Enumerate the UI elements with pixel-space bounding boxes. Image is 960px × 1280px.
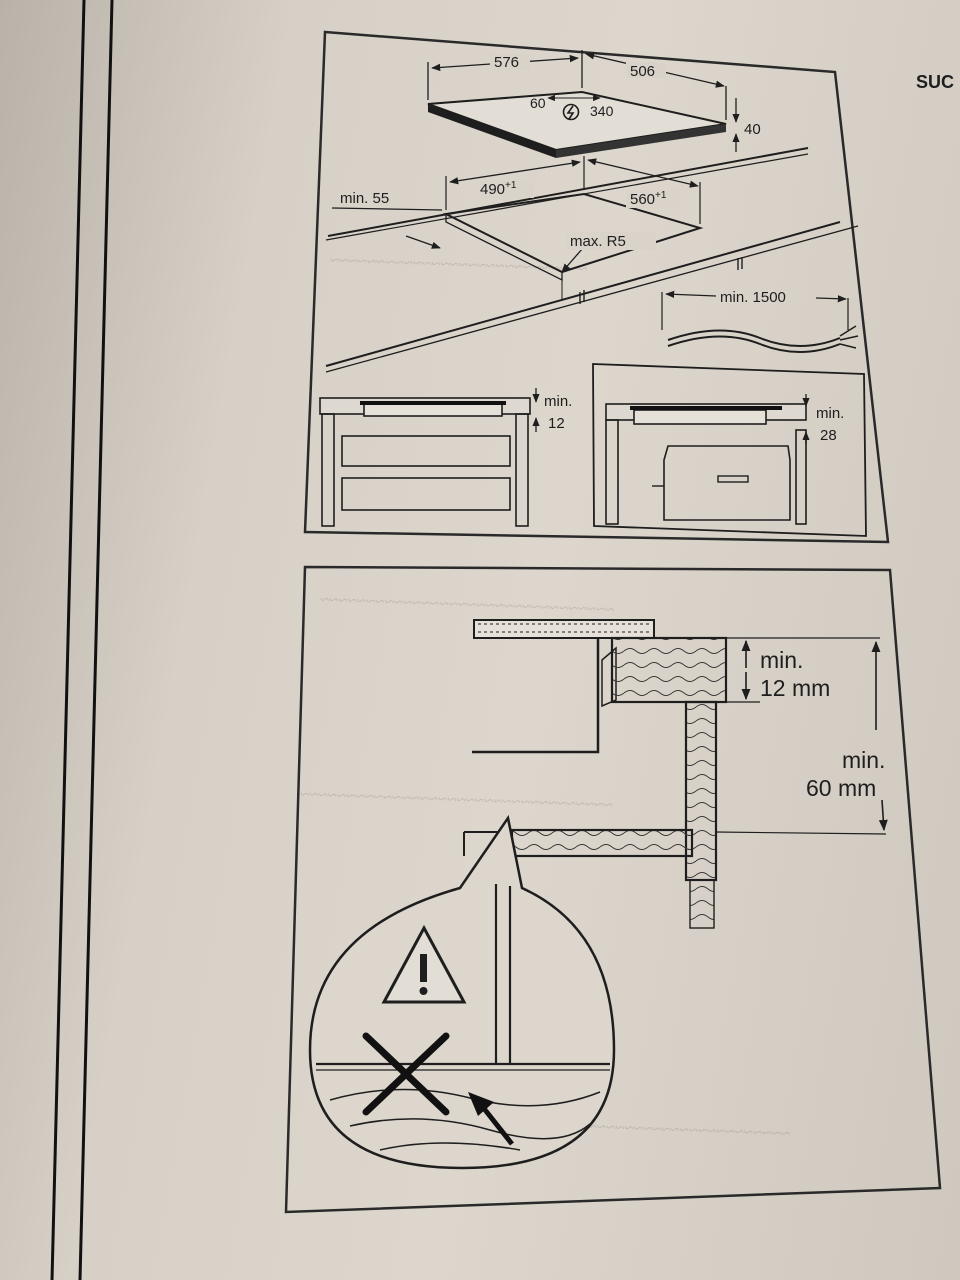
dim-cutout-width: 490+1	[480, 180, 517, 198]
dim-connection-distance: 340	[590, 103, 614, 119]
oven-cabinet-drawing	[592, 363, 867, 537]
dim-depth-line1: min.	[842, 747, 885, 773]
dim-hob-depth: 506	[630, 63, 655, 80]
dim-oven-gap-line1: min.	[816, 405, 844, 422]
dim-cable-length: min. 1500	[720, 289, 786, 306]
dim-drawer-gap-line2: 12	[548, 415, 565, 432]
arrow-icon	[468, 1092, 514, 1146]
binder-lines	[50, 0, 114, 1280]
dim-oven-gap-line2: 28	[820, 427, 837, 444]
dim-corner-radius: max. R5	[570, 233, 626, 250]
cutout-drawing	[325, 147, 859, 373]
dim-hob-width: 576	[494, 54, 519, 71]
bottom-panel: min. 12 mm min. 60 mm	[284, 565, 942, 1214]
hob-edge-section	[472, 619, 655, 754]
worktop-section	[463, 636, 728, 929]
drawer-cabinet-drawing	[319, 388, 540, 527]
hob-drawing: 576 506 40 60 340	[427, 50, 761, 158]
dim-cutout-depth: 560+1	[630, 190, 667, 208]
magnifier-callout	[308, 814, 616, 1170]
dim-drawer-gap-line1: min.	[544, 393, 572, 410]
top-panel: 576 506 40 60 340	[303, 30, 890, 544]
cross-mark-icon	[362, 1032, 450, 1116]
dim-gap-line2: 12 mm	[760, 675, 830, 701]
dim-hob-height: 40	[744, 121, 761, 138]
section-heading: SUC	[916, 72, 955, 92]
dim-gap-arrows	[726, 637, 880, 703]
power-symbol-icon	[562, 103, 580, 121]
cable-drawing	[661, 290, 859, 353]
dim-depth-arrows	[715, 640, 888, 835]
dim-gap-line1: min.	[760, 647, 803, 673]
dim-front-clearance: min. 55	[340, 190, 389, 207]
warning-triangle-icon	[381, 924, 467, 1004]
dim-depth-line2: 60 mm	[806, 775, 876, 801]
dim-connection-offset: 60	[530, 95, 546, 111]
